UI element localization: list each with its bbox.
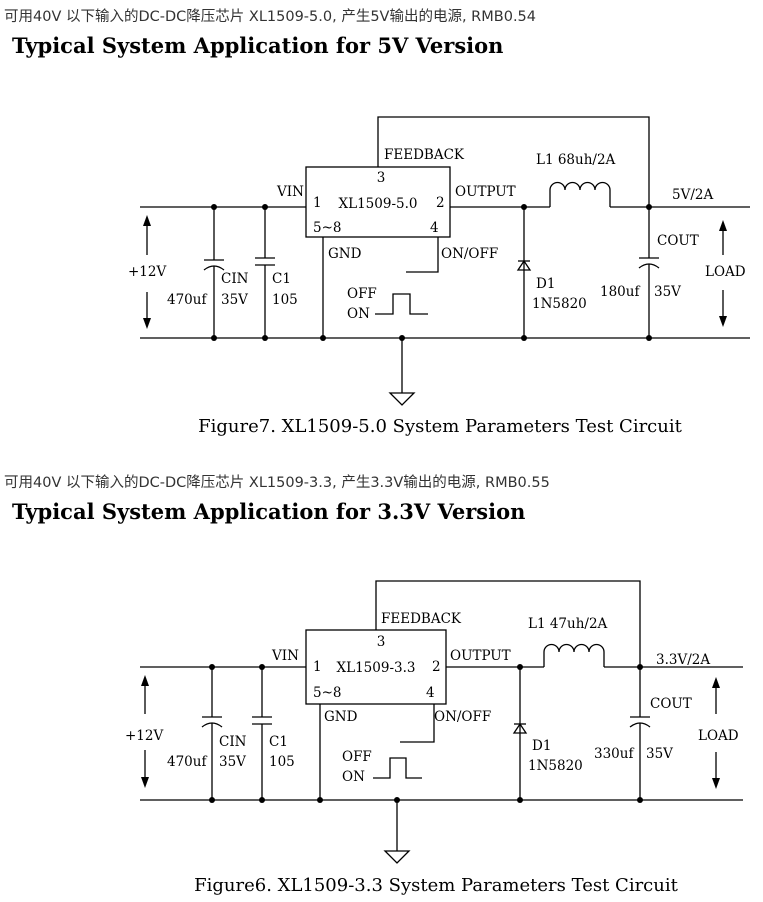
switch-on-label: ON: [347, 306, 370, 322]
vin-label: VIN: [276, 184, 304, 200]
input-voltage-label: +12V: [128, 264, 166, 280]
switch-off-label: OFF: [342, 749, 372, 765]
chip-name: XL1509-5.0: [339, 196, 418, 212]
onoff-wire: [406, 237, 439, 273]
chip-pin-1: 1: [313, 195, 322, 211]
feedback-wire: [375, 580, 641, 667]
section-caption: 可用40V 以下输入的DC-DC降压芯片 XL1509-5.0, 产生5V输出的…: [4, 9, 537, 25]
section-title: Typical System Application for 5V Versio…: [12, 33, 504, 58]
ground-symbol: [383, 850, 411, 864]
diode-name: D1: [532, 738, 551, 754]
gnd-label: GND: [324, 709, 358, 725]
chip-pin-2: 2: [436, 195, 445, 211]
onoff-label: ON/OFF: [441, 246, 498, 262]
input-arrow-up: [143, 215, 151, 226]
chip-pin-4: 4: [430, 220, 439, 236]
output-rating: 5V/2A: [672, 187, 713, 203]
switch-on-label: ON: [342, 769, 365, 785]
output-label: OUTPUT: [450, 648, 511, 664]
load-arrow-up: [712, 677, 720, 688]
chip-pin-4: 4: [426, 685, 435, 701]
cin-value: 470uf: [167, 754, 207, 770]
chip-pin-5-8: 5~8: [313, 220, 342, 236]
c1-name: C1: [269, 734, 288, 750]
feedback-wire: [377, 116, 650, 207]
vin-label: VIN: [271, 648, 299, 664]
figure-caption: Figure7. XL1509-5.0 System Parameters Te…: [198, 416, 682, 437]
load-label: LOAD: [698, 728, 739, 744]
output-rating: 3.3V/2A: [656, 652, 710, 668]
feedback-label: FEEDBACK: [384, 147, 465, 163]
output-label: OUTPUT: [455, 184, 516, 200]
cin-voltage: 35V: [219, 754, 246, 770]
section-caption: 可用40V 以下输入的DC-DC降压芯片 XL1509-3.3, 产生3.3V输…: [4, 475, 550, 491]
switch-waveform: [373, 757, 422, 779]
chip-pin-3: 3: [377, 634, 386, 650]
chip-pin-2: 2: [432, 659, 441, 675]
input-voltage-label: +12V: [125, 728, 163, 744]
cin-name: CIN: [221, 271, 249, 287]
switch-off-label: OFF: [347, 286, 377, 302]
cin-name: CIN: [219, 734, 247, 750]
diode-name: D1: [536, 276, 555, 292]
feedback-label: FEEDBACK: [381, 611, 462, 627]
inductor-l1: [549, 181, 611, 207]
inductor-label: L1 68uh/2A: [536, 152, 616, 168]
onoff-wire: [400, 704, 435, 743]
circuit-diagram-5v: XL1509-5.0 1 2 3 4 5~8 FEEDBACK VIN OUTP…: [128, 116, 750, 437]
c1-value: 105: [269, 754, 295, 770]
chip-name: XL1509-3.3: [337, 660, 416, 676]
diode-part: 1N5820: [532, 296, 587, 312]
input-arrow-up: [141, 675, 149, 686]
switch-waveform: [375, 293, 428, 315]
chip-pin-1: 1: [313, 659, 322, 675]
gnd-label: GND: [328, 246, 362, 262]
ground-symbol: [388, 392, 416, 406]
diode-part: 1N5820: [528, 758, 583, 774]
cin-voltage: 35V: [221, 292, 248, 308]
cin-value: 470uf: [167, 292, 207, 308]
inductor-label: L1 47uh/2A: [528, 616, 608, 632]
input-arrow-down: [143, 318, 151, 329]
load-label: LOAD: [705, 264, 746, 280]
diode-triangle: [516, 259, 532, 271]
cout-name: COUT: [657, 233, 699, 249]
input-arrow-down: [141, 777, 149, 788]
chip-pin-3: 3: [377, 170, 386, 186]
load-arrow-down: [712, 778, 720, 789]
cout-name: COUT: [650, 696, 692, 712]
c1-value: 105: [272, 292, 298, 308]
cout-value: 330uf: [594, 746, 634, 762]
c1-name: C1: [272, 271, 291, 287]
chip-pin-5-8: 5~8: [313, 685, 342, 701]
section-title: Typical System Application for 3.3V Vers…: [12, 499, 526, 524]
cout-voltage: 35V: [646, 746, 673, 762]
diode-triangle: [512, 722, 528, 734]
load-arrow-up: [719, 220, 727, 231]
inductor-l1: [543, 643, 605, 667]
figure-caption: Figure6. XL1509-3.3 System Parameters Te…: [194, 875, 678, 896]
onoff-label: ON/OFF: [434, 709, 491, 725]
cout-voltage: 35V: [654, 284, 681, 300]
cout-value: 180uf: [600, 284, 640, 300]
load-arrow-down: [719, 316, 727, 327]
circuit-diagram-3v3: XL1509-3.3 1 2 3 4 5~8 FEEDBACK VIN OUTP…: [125, 580, 743, 896]
